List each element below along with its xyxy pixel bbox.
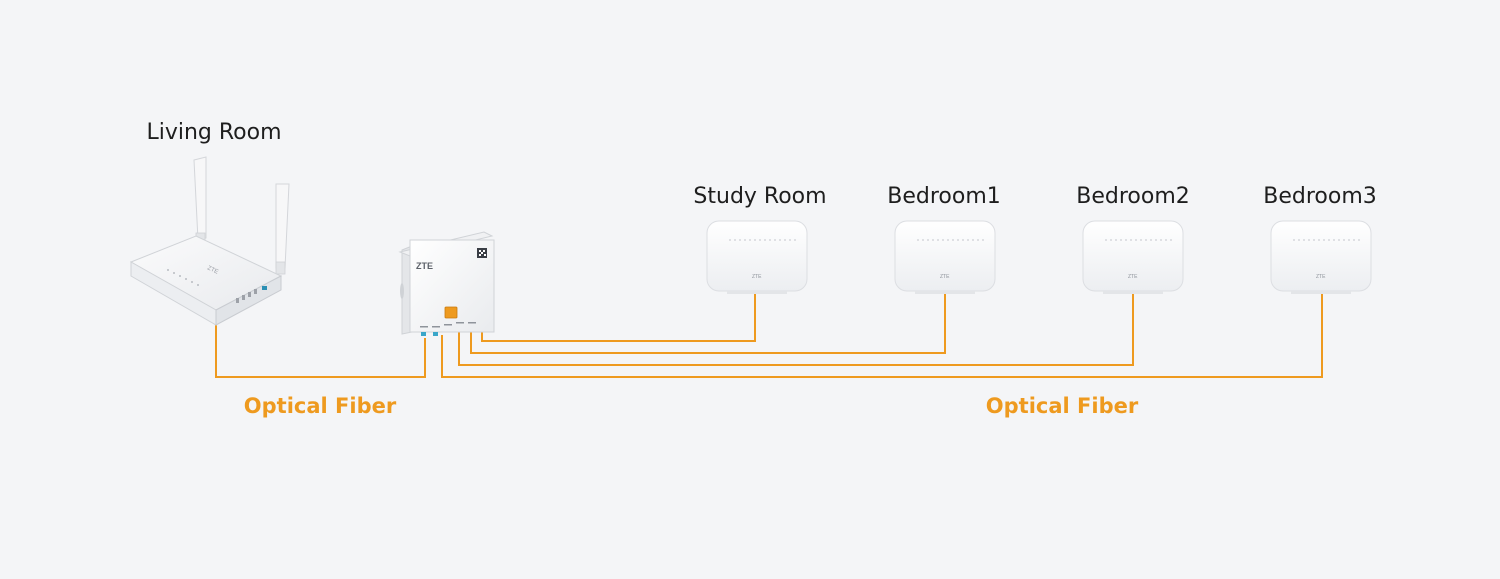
bedroom1-unit-icon: ZTE [894,220,996,294]
fiber-line-living-room [215,322,426,378]
fiber-line-bedroom3 [441,293,1323,378]
study-room-label: Study Room [693,184,827,209]
bedroom3-label: Bedroom3 [1263,184,1377,209]
fiber-line-bedroom1 [470,293,946,354]
living-room-router-icon: ZTE [129,156,290,326]
fiber-lines [215,293,1323,378]
optical-fiber-label-left: Optical Fiber [243,394,397,418]
svg-text:ZTE: ZTE [1316,274,1326,280]
optical-fiber-label-right: Optical Fiber [985,394,1139,418]
svg-text:ZTE: ZTE [206,265,219,275]
bedroom2-unit-icon: ZTE [1082,220,1184,294]
bedroom1-label: Bedroom1 [887,184,1001,209]
svg-text:ZTE: ZTE [416,261,433,271]
svg-text:ZTE: ZTE [752,274,762,280]
fiber-line-bedroom2 [458,293,1134,366]
svg-text:ZTE: ZTE [940,274,950,280]
living-room-label: Living Room [146,120,282,145]
bedroom3-unit-icon: ZTE [1270,220,1372,294]
wall-onu-icon: ZTE [398,231,495,336]
bedroom2-label: Bedroom2 [1076,184,1190,209]
study-room-unit-icon: ZTE [706,220,808,294]
fiber-line-study-room [481,293,756,342]
svg-text:ZTE: ZTE [1128,274,1138,280]
